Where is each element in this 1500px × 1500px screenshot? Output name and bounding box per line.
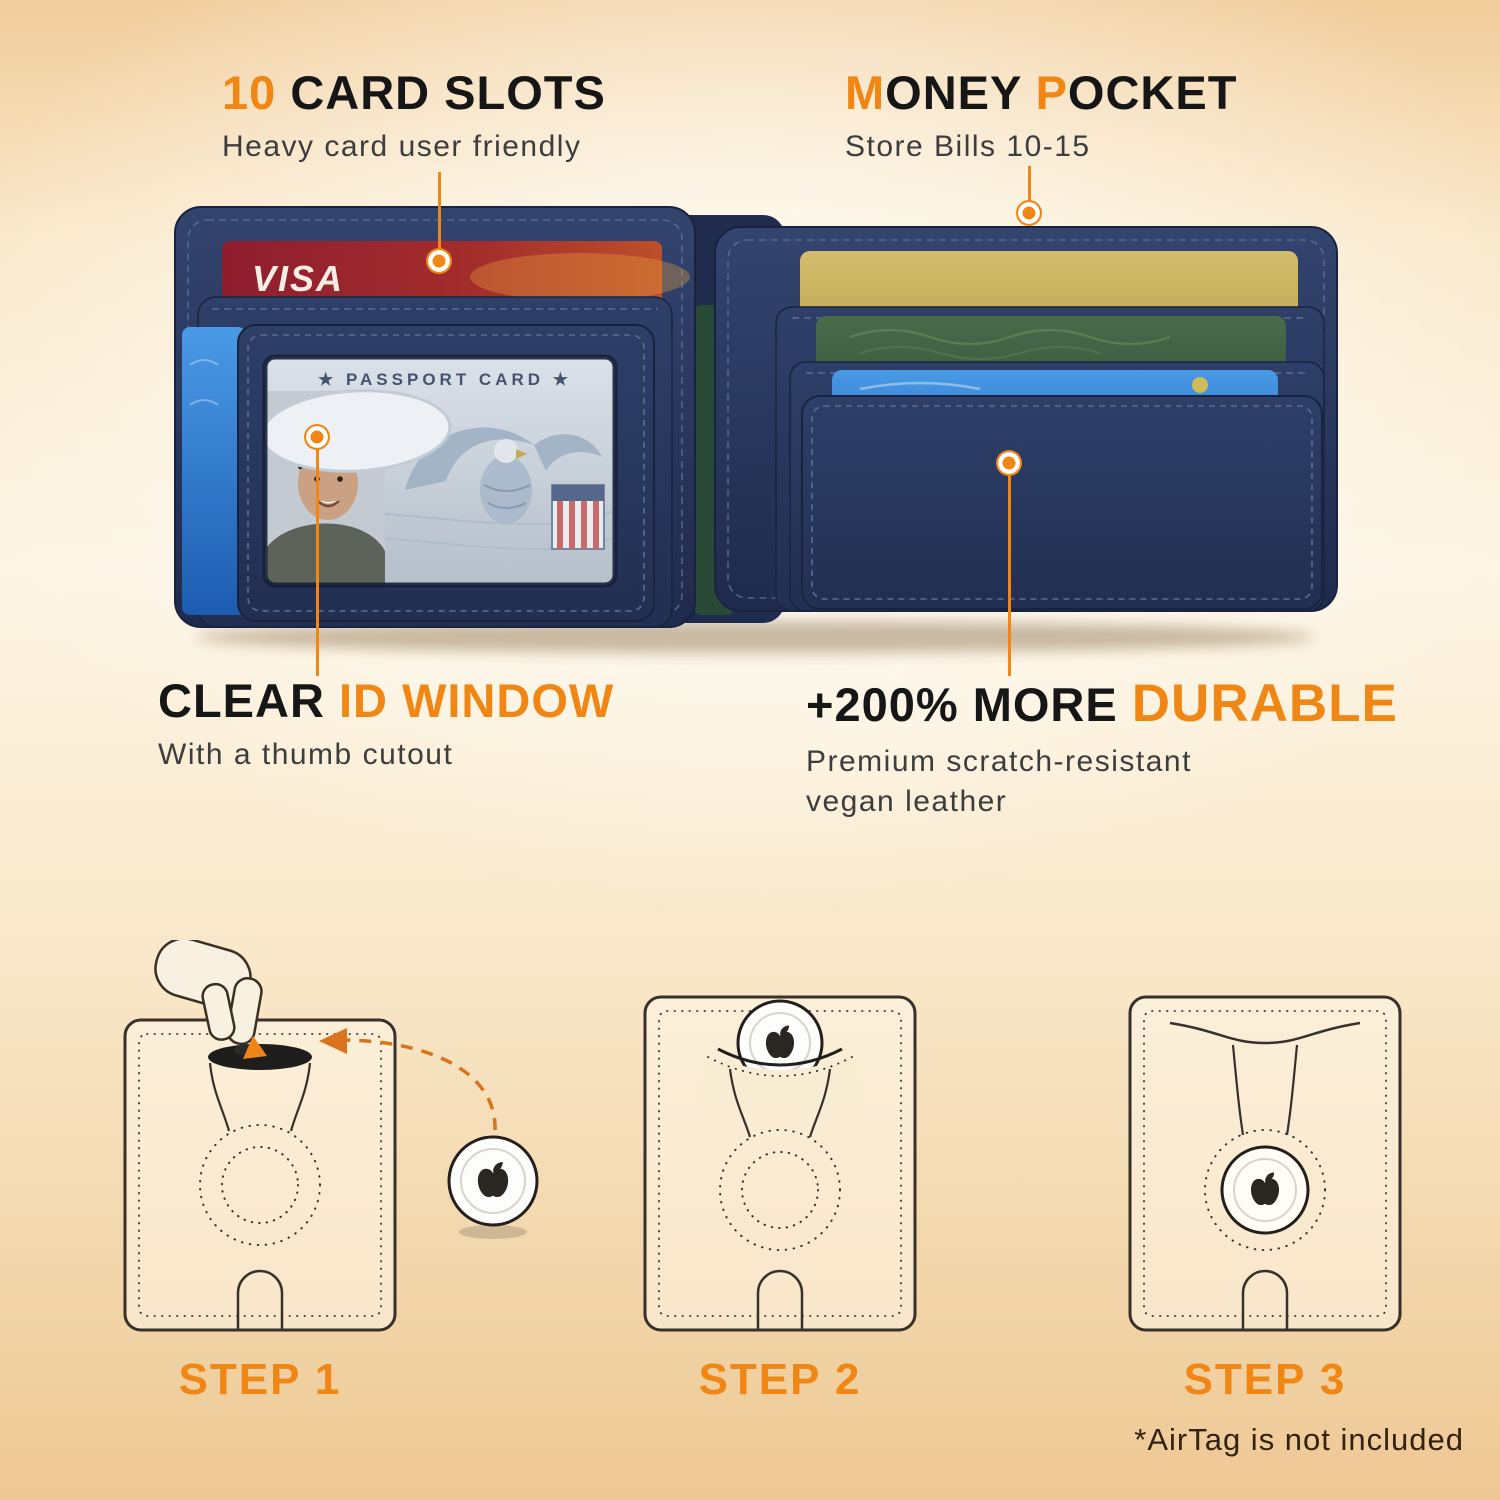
sleeve-rings-step2 xyxy=(719,1068,841,1330)
marker-durable xyxy=(996,450,1022,476)
dashed-arc xyxy=(340,1038,497,1131)
visa-card-label: VISA xyxy=(252,258,344,299)
id-window-title: CLEAR ID WINDOW xyxy=(158,676,614,725)
step1-illustration xyxy=(123,940,539,1332)
blue-card-left xyxy=(182,327,246,615)
marker-money-pocket xyxy=(1016,200,1042,226)
durable-prefix: +200% MORE xyxy=(806,678,1132,731)
airtag-footnote: *AirTag is not included xyxy=(1134,1422,1464,1457)
sleeve-lines-step3 xyxy=(1169,1021,1361,1330)
money-pocket-p: P xyxy=(1035,66,1068,119)
marker-card-slots xyxy=(426,248,452,274)
durable-highlight: DURABLE xyxy=(1131,674,1398,733)
money-pocket-oney: ONEY xyxy=(885,66,1036,119)
wallet-shadow xyxy=(195,621,1315,653)
step2-illustration xyxy=(643,995,917,1332)
durable-subtitle-line1: Premium scratch-resistant xyxy=(806,744,1192,778)
money-pocket-subtitle: Store Bills 10-15 xyxy=(845,130,1091,164)
card-slots-title: 10 CARD SLOTS xyxy=(222,68,606,117)
arc-arrowhead xyxy=(319,1028,347,1054)
card-slots-title-text: CARD SLOTS xyxy=(276,66,606,119)
id-window-subtitle: With a thumb cutout xyxy=(158,738,454,772)
sleeve-outline-step1 xyxy=(123,1018,397,1332)
durable-subtitle-line2: vegan leather xyxy=(806,785,1008,819)
durable-title: +200% MORE DURABLE xyxy=(806,676,1398,732)
step1-label: STEP 1 xyxy=(178,1355,342,1404)
annotation-money-pocket: MONEY POCKET Store Bills 10-15 xyxy=(845,68,1237,168)
step3-label: STEP 3 xyxy=(1183,1355,1347,1404)
marker-id-window xyxy=(304,424,330,450)
money-pocket-m: M xyxy=(845,66,886,119)
step2-label: STEP 2 xyxy=(698,1355,862,1404)
sleeve-opening xyxy=(208,1044,312,1070)
card-slots-subtitle: Heavy card user friendly xyxy=(222,130,582,164)
money-pocket-title: MONEY POCKET xyxy=(845,68,1237,117)
sleeve-pull-tab xyxy=(236,1269,284,1330)
id-pocket: ★ PASSPORT CARD ★ xyxy=(237,324,655,622)
card-slots-number: 10 xyxy=(222,66,277,119)
pocket-front-edge xyxy=(700,1051,860,1115)
insert-arrow-icon xyxy=(243,1036,267,1059)
money-card-pocket xyxy=(801,395,1323,610)
wallet-photo: VISA ★ PASSPORT CARD ★ xyxy=(174,206,1338,653)
annotation-durable: +200% MORE DURABLE Premium scratch-resis… xyxy=(806,676,1398,823)
id-window: ★ PASSPORT CARD ★ xyxy=(265,357,615,585)
id-window-prefix: CLEAR xyxy=(158,674,339,727)
durable-subtitle: Premium scratch-resistant vegan leather xyxy=(806,742,1398,823)
id-shield xyxy=(551,484,605,550)
annotation-id-window: CLEAR ID WINDOW With a thumb cutout xyxy=(158,676,614,776)
money-pocket-ocket: OCKET xyxy=(1067,66,1238,119)
callout-line-durable xyxy=(1008,470,1011,676)
wallet-right-half xyxy=(714,226,1338,612)
callout-line-id-window xyxy=(316,448,319,676)
thumb-cutout xyxy=(265,389,452,473)
id-window-highlight: ID WINDOW xyxy=(338,674,615,727)
step3-illustration xyxy=(1128,995,1402,1332)
annotation-card-slots: 10 CARD SLOTS Heavy card user friendly xyxy=(222,68,606,168)
passport-card-label: ★ PASSPORT CARD ★ xyxy=(318,370,572,389)
airtag-icon-step1 xyxy=(447,1135,539,1239)
airtag-icon-step3 xyxy=(1220,1145,1310,1235)
callout-line-money-pocket xyxy=(1028,166,1031,204)
callout-line-card-slots xyxy=(438,172,441,250)
